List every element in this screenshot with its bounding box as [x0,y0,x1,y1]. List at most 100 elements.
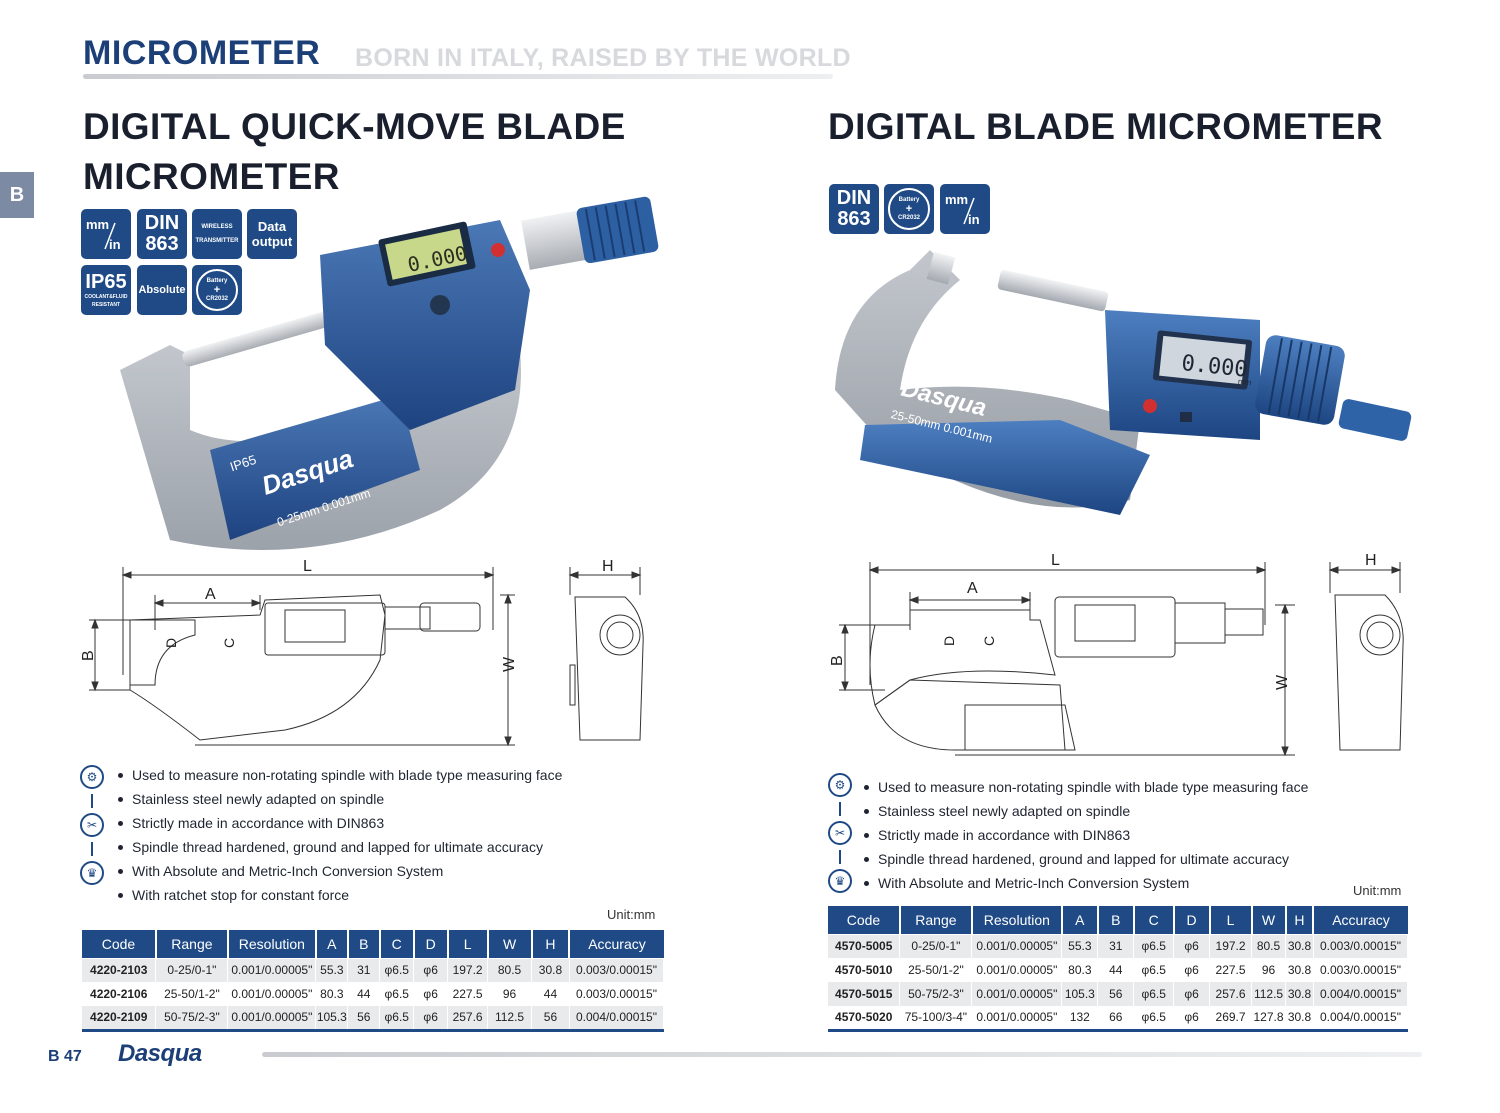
col-resolution: Resolution [971,906,1063,935]
dim-label-B-right: B [829,655,846,666]
cell-w: 112.5 [1251,982,1286,1006]
cell-resolution: 0.001/0.00005" [227,982,317,1006]
cell-a: 80.3 [1061,958,1099,982]
cell-resolution: 0.001/0.00005" [227,958,317,982]
cell-l: 197.2 [447,958,489,982]
cell-range: 25-50/1-2" [899,958,973,982]
col-d: D [1173,906,1211,935]
product-title-quick-move: DIGITAL QUICK-MOVE BLADE MICROMETER [83,102,626,202]
spec-table-right: Code Range Resolution A B C D L W H Accu… [828,906,1409,1032]
cell-b: 66 [1097,1006,1135,1032]
dim-label-W-right: W [1274,674,1291,690]
feature-separator [839,802,841,816]
badge-cr2032: CR2032 [897,215,920,221]
dim-label-A-left: A [205,586,216,603]
cell-a: 80.3 [315,982,349,1006]
cell-b: 56 [1097,982,1135,1006]
dim-label-W-left: W [501,656,518,672]
cell-h: 30.8 [1285,1006,1314,1032]
feature-item: Used to measure non-rotating spindle wit… [862,775,1308,799]
badge-din: DIN [836,187,872,209]
cell-accuracy: 0.004/0.00015" [1313,1006,1409,1032]
cell-accuracy: 0.003/0.00015" [569,982,665,1006]
cell-b: 56 [347,1006,381,1032]
cell-c: φ6.5 [1133,1006,1175,1032]
slash-icon [963,197,975,225]
tools-icon: ✂ [828,821,852,845]
cell-l: 257.6 [1209,982,1253,1006]
cell-a: 55.3 [315,958,349,982]
cell-c: φ6.5 [1133,982,1175,1006]
cell-l: 257.6 [447,1006,489,1032]
dim-label-A-right: A [967,580,978,597]
cell-code: 4570-5010 [828,958,901,982]
cell-resolution: 0.001/0.00005" [971,958,1063,982]
cell-range: 75-100/3-4" [899,1006,973,1032]
cell-code: 4570-5020 [828,1006,901,1032]
table-row: 4570-5005 0-25/0-1" 0.001/0.00005" 55.3 … [828,934,1409,958]
dim-label-L-left: L [303,558,312,575]
dim-label-H-left: H [602,558,614,575]
cell-w: 96 [1251,958,1286,982]
cell-h: 30.8 [531,958,570,982]
cell-c: φ6.5 [379,982,415,1006]
cell-range: 50-75/2-3" [899,982,973,1006]
badge-in: in [968,212,980,227]
col-range: Range [899,906,973,935]
tools-icon: ✂ [80,813,104,837]
cell-range: 25-50/1-2" [155,982,229,1006]
col-code: Code [828,906,901,935]
quick-move-dimension-drawing: L A B C D W H [80,558,644,747]
cell-range: 0-25/0-1" [155,958,229,982]
cell-c: φ6.5 [379,958,415,982]
cell-c: φ6.5 [1133,934,1175,958]
cell-resolution: 0.001/0.00005" [971,982,1063,1006]
badge-in: in [109,237,121,252]
cell-b: 44 [1097,958,1135,982]
col-a: A [1061,906,1099,935]
badge-transmitter: TRANSMITTER [195,238,239,244]
cell-accuracy: 0.004/0.00015" [1313,982,1409,1006]
feature-icons-left: ⚙ ✂ ♛ [80,765,104,885]
cell-d: φ6 [1173,934,1211,958]
trophy-icon: ♛ [828,869,852,893]
side-tab: B [0,172,34,218]
col-l: L [1209,906,1253,935]
table-row: 4570-5010 25-50/1-2" 0.001/0.00005" 80.3… [828,958,1409,982]
cell-w: 127.8 [1251,1006,1286,1032]
unit-label-left: Unit:mm [607,907,656,922]
brand-logo: Dasqua [118,1040,202,1067]
gear-icon: ⚙ [828,773,852,797]
cell-resolution: 0.001/0.00005" [227,1006,317,1032]
badge-plus: + [905,203,913,215]
cell-d: φ6 [1173,982,1211,1006]
gear-icon: ⚙ [80,765,104,789]
cell-code: 4570-5015 [828,982,901,1006]
feature-item: Used to measure non-rotating spindle wit… [116,763,562,787]
cell-d: φ6 [413,1006,449,1032]
footer-divider [262,1052,1422,1057]
col-b: B [347,930,381,959]
slash-icon [104,222,116,250]
table-row: 4220-2109 50-75/2-3" 0.001/0.00005" 105.… [82,1006,665,1032]
feature-item: Spindle thread hardened, ground and lapp… [116,835,562,859]
cell-accuracy: 0.003/0.00015" [1313,958,1409,982]
cell-a: 132 [1061,1006,1099,1032]
cell-a: 105.3 [315,1006,349,1032]
ip65-badge: IP65 COOLANT&FLUID RESISTANT [81,265,131,315]
col-c: C [379,930,415,959]
cell-h: 30.8 [1285,934,1314,958]
feature-item: With ratchet stop for constant force [116,883,562,907]
col-a: A [315,930,349,959]
table-header-row: Code Range Resolution A B C D L W H Accu… [82,930,664,959]
cell-h: 56 [531,1006,570,1032]
badge-cr2032: CR2032 [205,296,228,302]
dim-label-L-right: L [1051,552,1060,569]
col-accuracy: Accuracy [569,930,664,959]
col-w: W [487,930,533,959]
cell-accuracy: 0.003/0.00015" [1313,934,1409,958]
battery-icon: Battery + CR2032 [888,188,930,230]
feature-separator [91,842,93,856]
dim-label-B-left: B [80,650,97,661]
col-h: H [531,930,571,959]
